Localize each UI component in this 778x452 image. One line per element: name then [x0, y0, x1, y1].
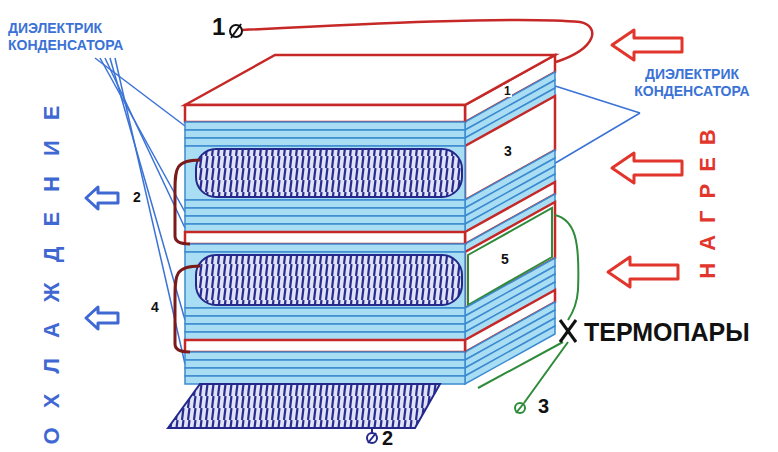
dielectric-label: ДИЭЛЕКТРИК КОНДЕНСАТОРА [8, 20, 178, 54]
terminal-symbol [368, 433, 376, 443]
plate-number: 2 [132, 190, 142, 204]
terminal-symbol [231, 24, 241, 38]
rolled-plate [196, 149, 462, 197]
terminal-symbol [367, 433, 377, 443]
dielectric-layer [185, 130, 465, 138]
dielectric-layer [185, 216, 465, 224]
heat-arrow [612, 30, 682, 60]
dielectric-layer [185, 368, 465, 376]
leader-line [100, 58, 185, 212]
plate-front [185, 232, 465, 244]
cool-arrow [86, 187, 118, 209]
dielectric-layer [185, 360, 465, 368]
heating-label: НАГРЕВ [696, 117, 720, 278]
dielectric-layer [185, 200, 465, 208]
bottom-plate [168, 384, 440, 428]
terminal-symbol [516, 403, 524, 413]
dielectric-layer [185, 252, 465, 308]
thermocouple-wire [555, 215, 578, 320]
heat-arrow [612, 153, 682, 183]
plate-loop [175, 266, 200, 352]
heat-arrow [608, 257, 678, 287]
terminal-number: 1 [212, 14, 225, 40]
plate-front [185, 340, 465, 352]
plate-front [185, 105, 465, 122]
dielectric-layer [185, 122, 465, 130]
dielectric-layer [185, 352, 465, 360]
leader-line [552, 85, 640, 113]
dielectric-layer [465, 326, 555, 384]
plate-number: 5 [500, 252, 510, 266]
thermocouple-junction [560, 320, 576, 342]
dielectric-layer [185, 138, 465, 146]
plate-number: 3 [503, 144, 513, 158]
thermocouple-label: ТЕРМОПАРЫ [584, 318, 750, 346]
rolled-plate [196, 255, 462, 305]
terminal-symbol [230, 25, 242, 37]
dielectric-layer [185, 146, 465, 200]
wire [242, 20, 592, 62]
plate-loop [175, 160, 200, 244]
terminal-number: 3 [538, 396, 549, 416]
cooling-label: ОХЛАЖДЕНИЕ [40, 86, 64, 445]
dielectric-layer [185, 316, 465, 324]
dielectric-layer [185, 208, 465, 216]
thermocouple-junction [560, 320, 576, 342]
plate-top [185, 55, 555, 105]
dielectric-layer [185, 244, 465, 252]
dielectric-layer [185, 324, 465, 332]
dielectric-label: ДИЭЛЕКТРИК КОНДЕНСАТОРА [612, 66, 772, 100]
thermocouple-wire [524, 342, 568, 403]
terminal-number: 2 [382, 428, 393, 448]
plate-number: 1 [503, 85, 512, 97]
plate-number: 4 [150, 300, 160, 314]
leader-line [95, 58, 185, 126]
dielectric-layer [465, 318, 555, 376]
cool-arrow [86, 307, 118, 329]
dielectric-layer [185, 308, 465, 316]
dielectric-layer [185, 376, 465, 384]
terminal-symbol [515, 403, 525, 413]
